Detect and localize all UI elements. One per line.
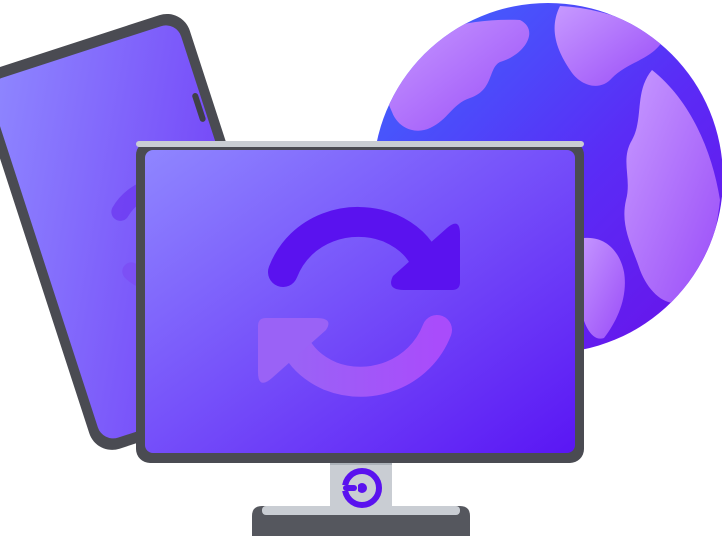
circular-logo-icon <box>340 468 382 508</box>
sync-arrows-icon <box>258 206 460 397</box>
desktop-monitor <box>136 141 584 536</box>
